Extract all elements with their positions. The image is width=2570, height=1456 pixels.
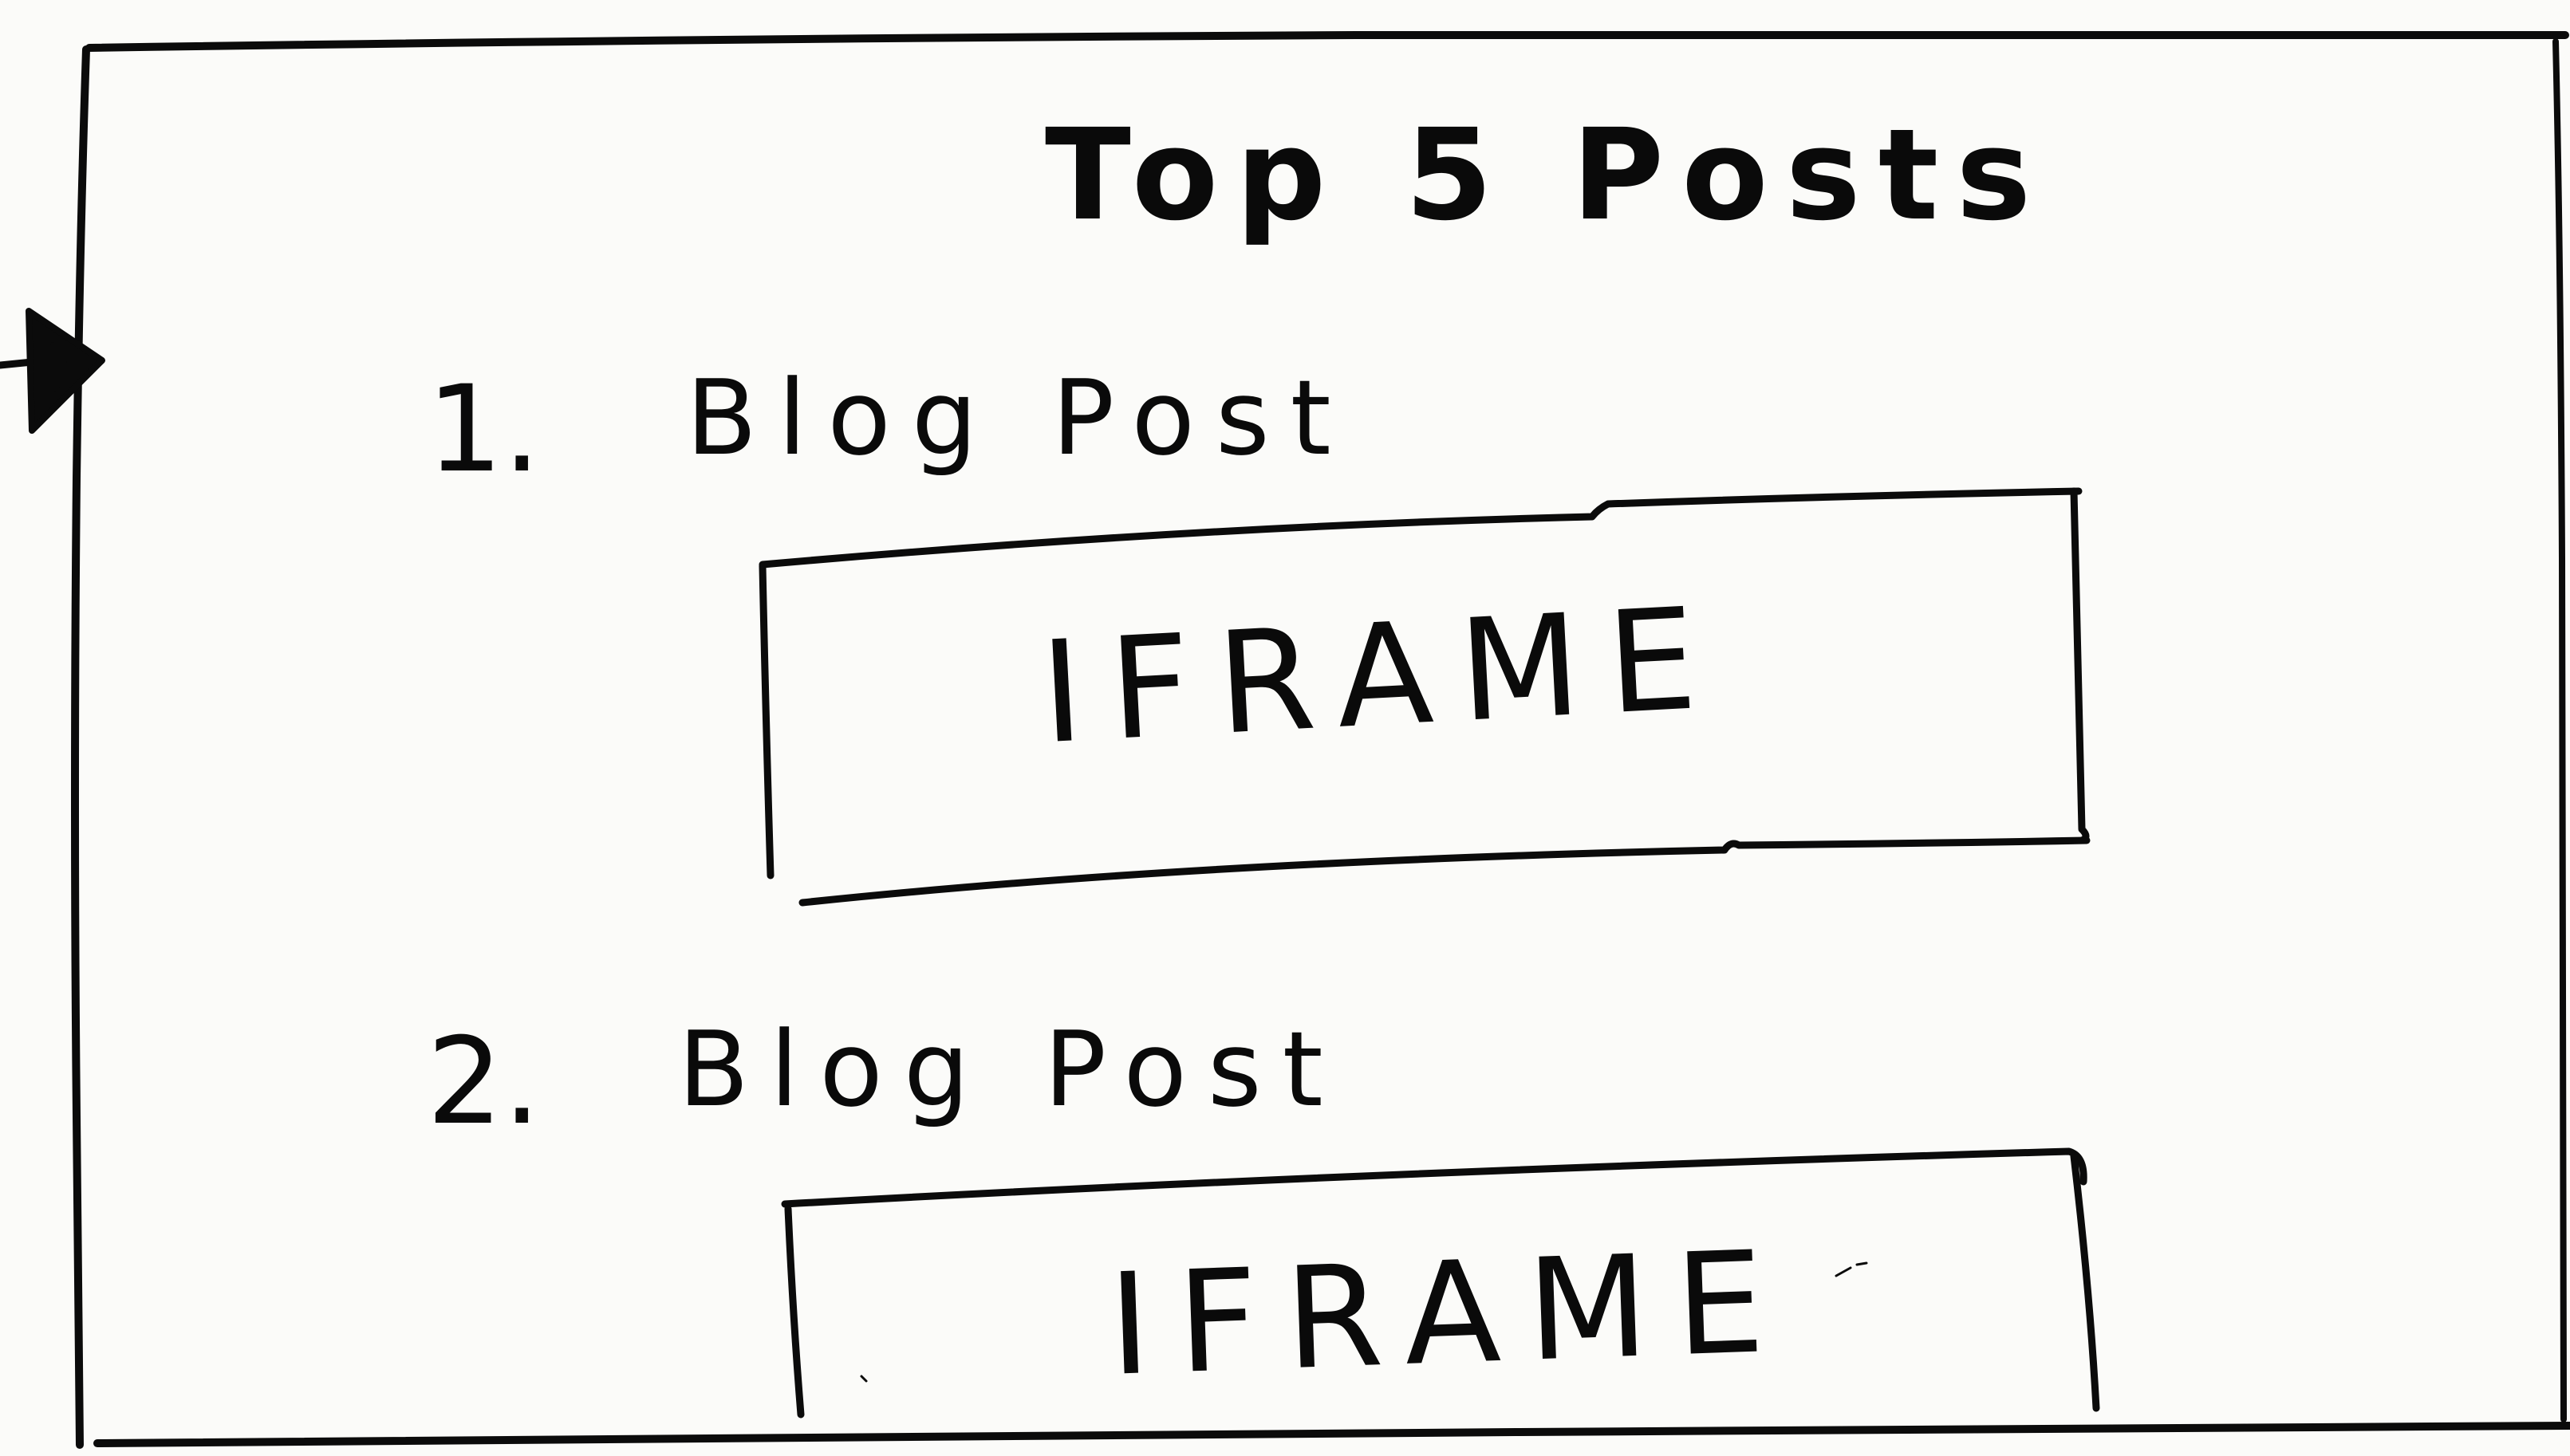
page-title: Top 5 Posts: [1045, 102, 2049, 249]
pencil-smudge: [860, 1261, 1868, 1383]
iframe-label-2: IFRAME: [1106, 1220, 1795, 1407]
post-title-1[interactable]: Blog Post: [686, 357, 1352, 478]
post-number-1: 1.: [427, 360, 542, 499]
post-number-2: 2.: [427, 1013, 542, 1151]
play-triangle-icon[interactable]: [0, 308, 105, 434]
page-frame: [71, 30, 2570, 1449]
post-title-2[interactable]: Blog Post: [678, 1009, 1344, 1130]
iframe-embed-1[interactable]: [759, 487, 2091, 907]
iframe-embed-2[interactable]: [781, 1147, 2100, 1419]
